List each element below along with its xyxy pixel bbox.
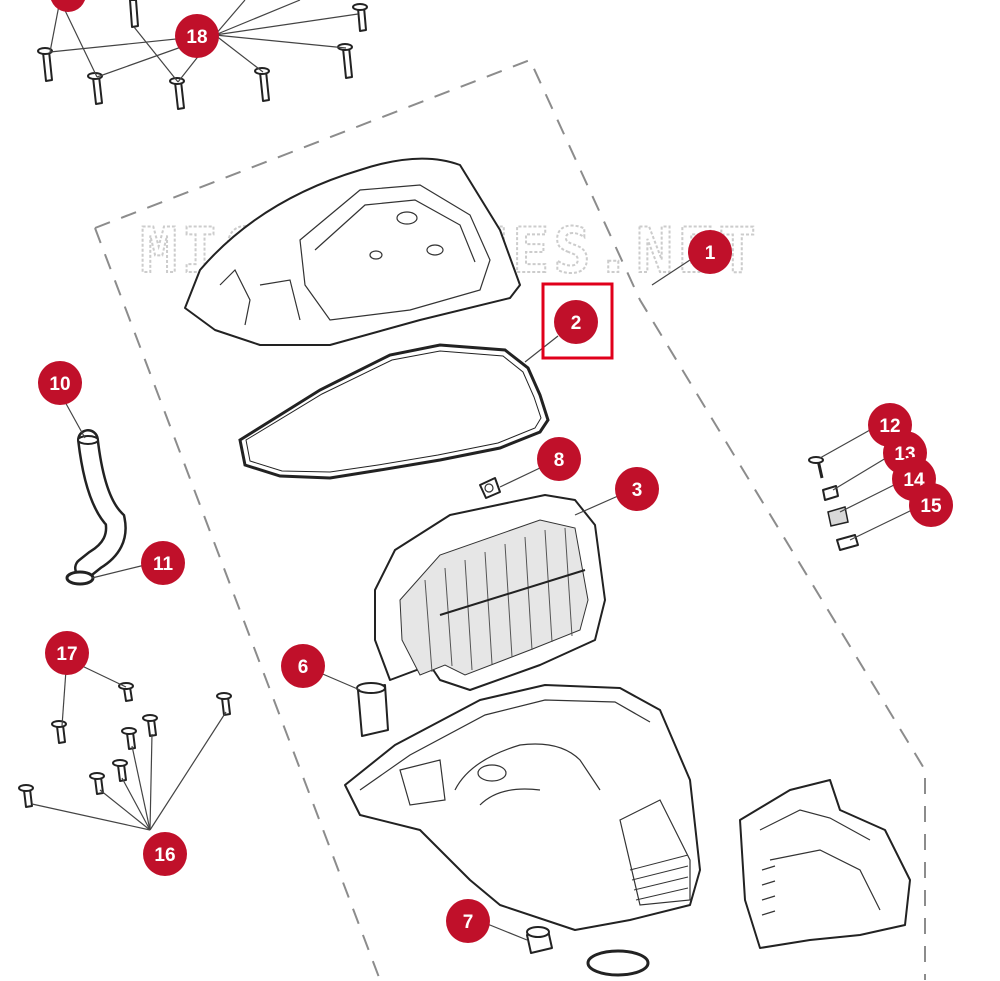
callout-2[interactable]: 2 [554, 300, 598, 344]
svg-text:2: 2 [571, 313, 582, 334]
callout-18[interactable]: 18 [175, 14, 219, 58]
air-box-cover-part[interactable] [184, 157, 521, 346]
svg-text:7: 7 [463, 912, 474, 933]
bolt-group-16-17[interactable] [18, 682, 232, 808]
o-ring-part[interactable] [586, 949, 650, 977]
plug-part[interactable] [526, 926, 553, 954]
callout-8[interactable]: 8 [537, 437, 581, 481]
hose-clamp-part[interactable] [65, 570, 95, 586]
svg-text:16: 16 [154, 845, 175, 866]
air-duct-part[interactable] [739, 779, 911, 949]
callout-10[interactable]: 10 [38, 361, 82, 405]
callout-6[interactable]: 6 [281, 644, 325, 688]
hardware-set-part[interactable] [808, 456, 859, 551]
svg-text:8: 8 [554, 450, 565, 471]
callout-17[interactable]: 17 [45, 631, 89, 675]
svg-text:17: 17 [56, 644, 77, 665]
svg-text:14: 14 [903, 470, 925, 491]
clip-part[interactable] [479, 477, 501, 499]
callout-1[interactable]: 1 [688, 230, 732, 274]
svg-text:6: 6 [298, 657, 309, 678]
air-filter-element-part[interactable] [374, 494, 606, 691]
svg-text:3: 3 [632, 480, 643, 501]
hose-part[interactable] [74, 429, 127, 579]
air-box-case-part[interactable] [344, 684, 701, 931]
svg-text:11: 11 [153, 554, 174, 575]
svg-text:15: 15 [920, 496, 942, 517]
svg-text:1: 1 [705, 243, 716, 264]
callout-11[interactable]: 11 [141, 541, 185, 585]
callout-7[interactable]: 7 [446, 899, 490, 943]
leader-lines [31, 0, 913, 941]
highlight-box [541, 282, 614, 360]
svg-text:12: 12 [879, 416, 900, 437]
assembly-boundary-left [94, 227, 381, 981]
assembly-boundary [94, 58, 926, 980]
callout-3[interactable]: 3 [615, 467, 659, 511]
callout-16[interactable]: 16 [143, 832, 187, 876]
svg-text:18: 18 [186, 27, 207, 48]
svg-text:10: 10 [49, 374, 70, 395]
cylinder-part[interactable] [356, 682, 389, 737]
gasket-part[interactable] [238, 343, 550, 480]
callout-badge-partial [51, 0, 85, 12]
callout-15[interactable]: 15 [909, 483, 953, 527]
callout-badges: 18 1 2 10 12 13 8 14 [38, 0, 953, 943]
